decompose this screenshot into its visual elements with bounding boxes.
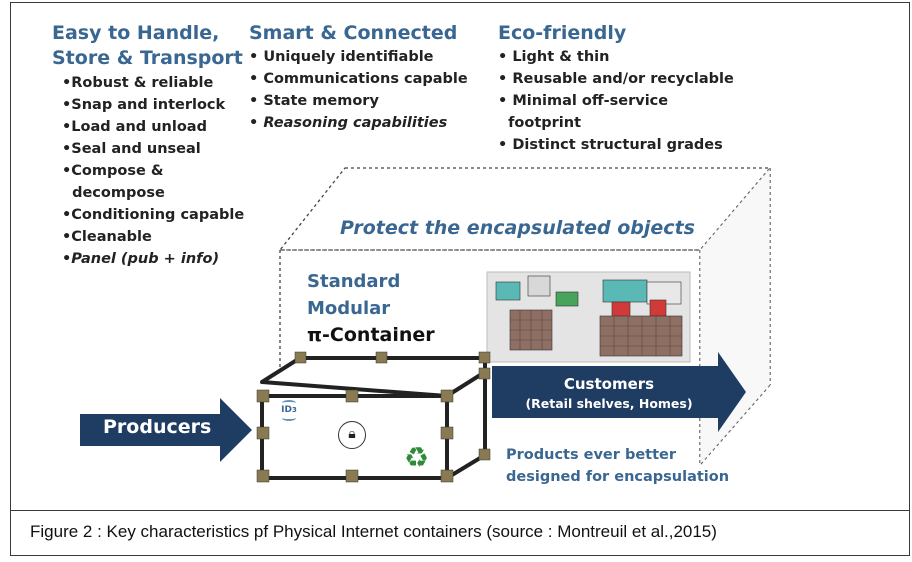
list-item: • Reusable and/or recyclable (498, 71, 734, 87)
characteristics-list: • Uniquely identifiable • Communications… (249, 46, 468, 134)
column-easy-to-handle: Easy to Handle, Store & Transport •Robus… (52, 21, 244, 270)
producers-label: Producers (103, 416, 212, 438)
list-item: •Compose & (62, 163, 164, 179)
producers-arrow (80, 398, 252, 462)
recycle-icon: ♻ (404, 441, 430, 474)
rfid-id-icon: ID3 (276, 400, 302, 421)
id-label: ID (281, 405, 292, 415)
list-item: • Uniquely identifiable (249, 49, 434, 65)
column-heading: Smart & Connected (249, 22, 458, 44)
container-corners (256, 351, 491, 483)
products-note: Products ever better designed for encaps… (506, 447, 730, 485)
list-item: • Communications capable (249, 71, 468, 87)
customers-arrow (492, 352, 746, 432)
list-item: •Snap and interlock (62, 97, 226, 113)
list-item: • Minimal off-service (498, 93, 669, 109)
characteristics-list: • Light & thin • Reusable and/or recycla… (498, 46, 734, 156)
protect-label: Protect the encapsulated objects (340, 217, 695, 239)
modular-cubes-photo (486, 271, 691, 363)
column-heading: Easy to Handle, Store & Transport (52, 22, 243, 69)
column-heading: Eco-friendly (498, 22, 627, 44)
box-side-panel (700, 168, 770, 465)
lock-rotate-icon: 🔒︎ (338, 421, 366, 449)
list-item: •Cleanable (62, 229, 152, 245)
list-item: • Light & thin (498, 49, 610, 65)
list-item: •Conditioning capable (62, 207, 245, 223)
column-smart-connected: Smart & Connected • Uniquely identifiabl… (249, 21, 468, 134)
standard-modular-label: Standard Modular π-Container (307, 268, 435, 349)
pi-container (256, 351, 491, 483)
customers-sublabel: (Retail shelves, Homes) (525, 396, 693, 411)
list-item: footprint (498, 115, 582, 131)
list-item: •Robust & reliable (62, 75, 214, 91)
list-item: • State memory (249, 93, 379, 109)
list-item: decompose (62, 185, 165, 201)
list-item: • Reasoning capabilities (249, 115, 448, 131)
pi-container-label: π-Container (307, 324, 435, 346)
figure-caption: Figure 2 : Key characteristics pf Physic… (30, 522, 717, 541)
list-item: •Panel (pub + info) (62, 251, 220, 267)
list-item: • Distinct structural grades (498, 137, 723, 153)
customers-label: Customers (Retail shelves, Homes) (500, 374, 718, 414)
caption-divider (10, 510, 910, 511)
diagram-graphics (80, 167, 772, 483)
characteristics-list: •Robust & reliable •Snap and interlock •… (62, 72, 244, 270)
list-item: •Load and unload (62, 119, 207, 135)
list-item: •Seal and unseal (62, 141, 201, 157)
column-eco-friendly: Eco-friendly • Light & thin • Reusable a… (498, 21, 734, 156)
